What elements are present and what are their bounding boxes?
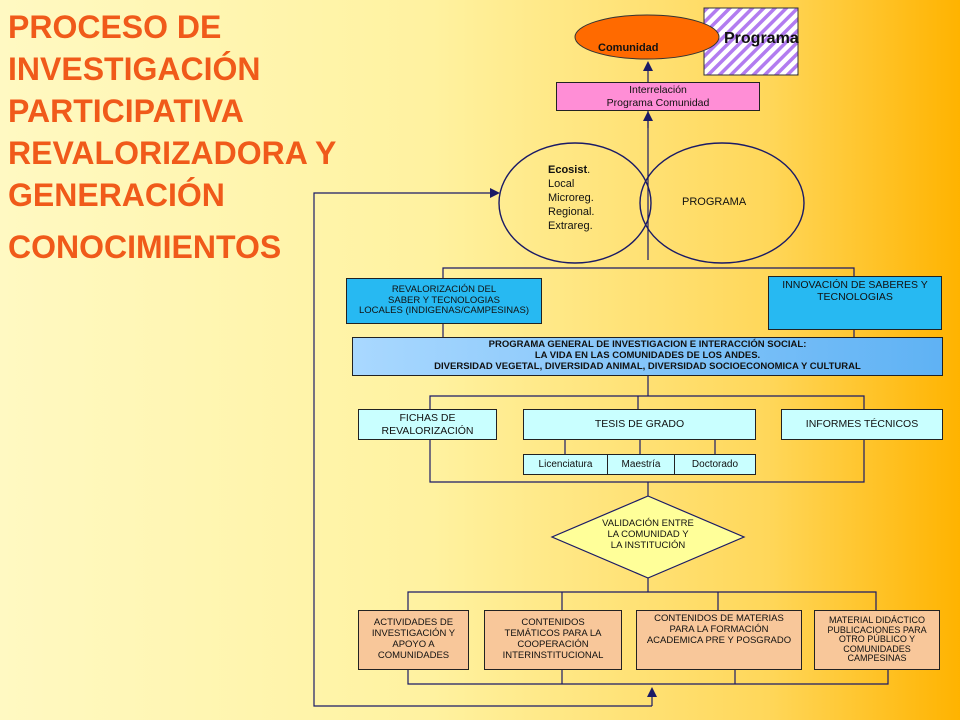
programa-circle-label: PROGRAMA [682, 196, 747, 208]
output-contenidos-tematicos: CONTENIDOS TEMÁTICOS PARA LA COOPERACIÓN… [484, 610, 622, 670]
output-contenidos-materias: CONTENIDOS DE MATERIAS PARA LA FORMACIÓN… [636, 610, 802, 670]
tesis-box: TESIS DE GRADO [523, 409, 756, 440]
title-line-1: PROCESO DE [8, 9, 222, 45]
comunidad-label: Comunidad [598, 42, 659, 54]
programa-box [703, 7, 799, 76]
level-licenciatura: Licenciatura [523, 454, 608, 475]
informes-box: INFORMES TÉCNICOS [781, 409, 943, 440]
output-actividades: ACTIVIDADES DE INVESTIGACIÓN Y APOYO A C… [358, 610, 469, 670]
level-maestria: Maestría [607, 454, 675, 475]
comunidad-ellipse [574, 14, 720, 60]
ecosist-label: Ecosist [548, 164, 588, 176]
innovacion-box: INNOVACIÓN DE SABERES Y TECNOLOGIAS [768, 276, 942, 330]
title-line-4: REVALORIZADORA Y [8, 135, 337, 171]
output-material-didactico: MATERIAL DIDÁCTICO PUBLICACIONES PARA OT… [814, 610, 940, 670]
programa-circle [639, 142, 805, 264]
ecosistema-circle [498, 142, 652, 264]
level-doctorado: Doctorado [674, 454, 756, 475]
title-line-5: GENERACIÓN [8, 177, 225, 213]
fichas-box: FICHAS DE REVALORIZACIÓN [358, 409, 497, 440]
programa-label: Programa [724, 30, 799, 47]
ecosist-scales: . Local Microreg. Regional. Extrareg. [548, 164, 595, 232]
title-line-2: INVESTIGACIÓN [8, 51, 261, 87]
title-line-3: PARTICIPATIVA [8, 93, 244, 129]
interrelacion-box: Interrelación Programa Comunidad [556, 82, 760, 111]
programa-general-box: PROGRAMA GENERAL DE INVESTIGACION E INTE… [352, 337, 943, 376]
title-line-6: CONOCIMIENTOS [8, 229, 282, 265]
revalorizacion-box: REVALORIZACIÓN DEL SABER Y TECNOLOGIAS L… [346, 278, 542, 324]
validacion-text: VALIDACIÓN ENTRE LA COMUNIDAD Y LA INSTI… [602, 518, 694, 551]
slide-title: PROCESO DE INVESTIGACIÓN PARTICIPATIVA R… [8, 6, 428, 268]
ecosistema-text: Ecosist. Local Microreg. Regional. Extra… [548, 163, 594, 233]
